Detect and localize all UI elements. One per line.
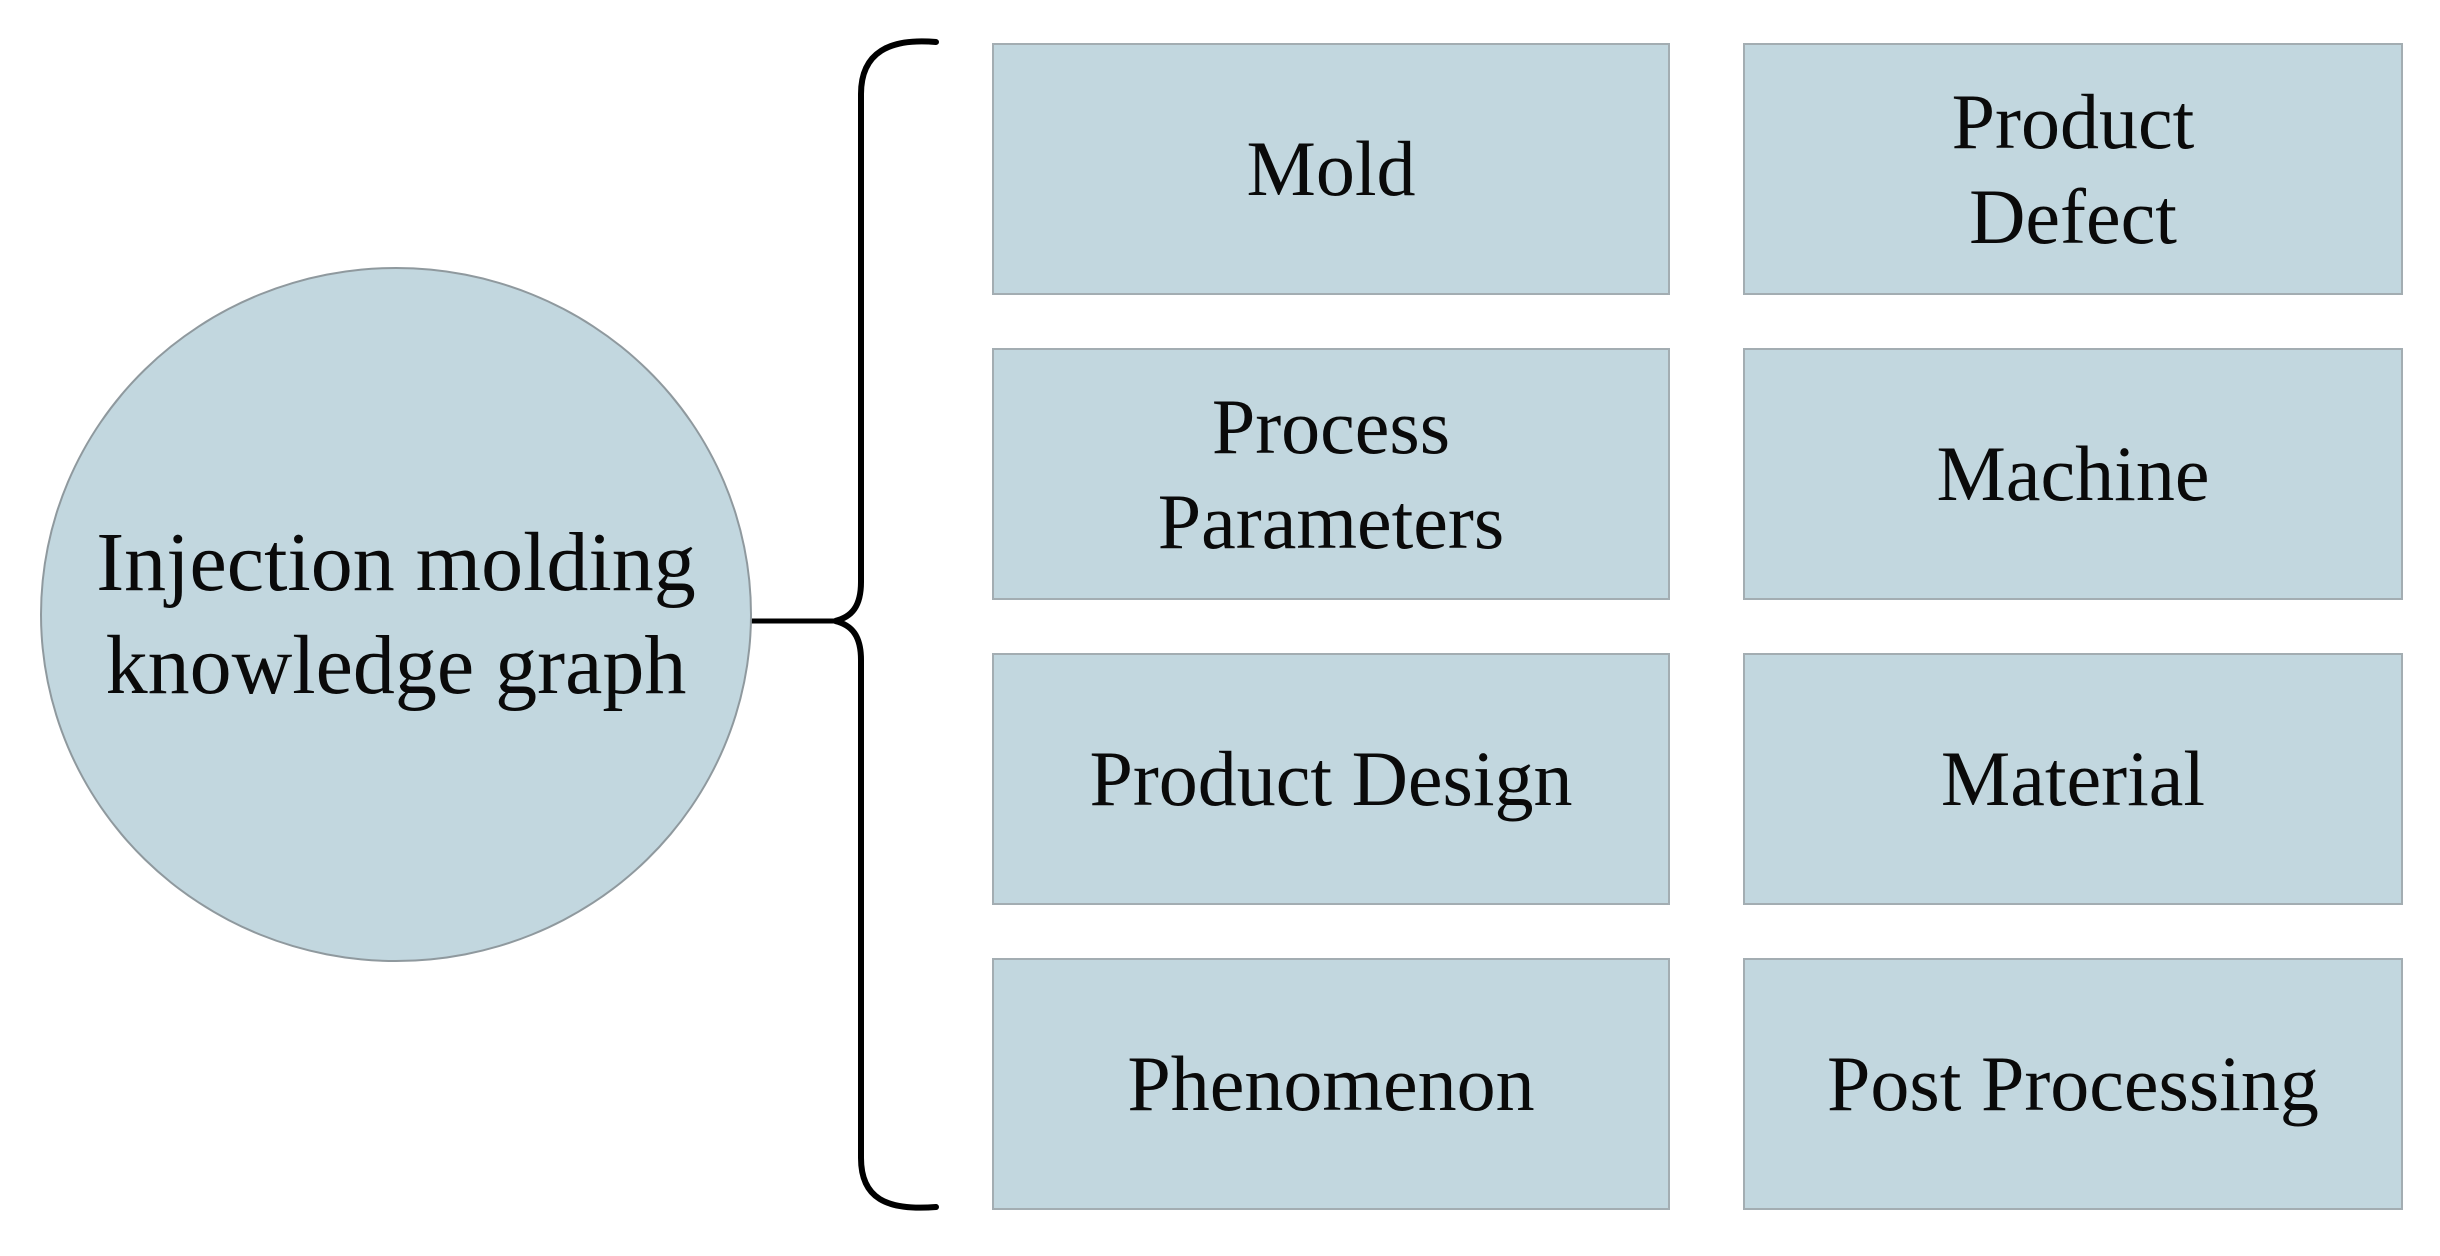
category-label-material: Material (1940, 735, 2206, 823)
category-label-mold: Mold (1246, 125, 1416, 213)
category-label-product-defect: Product Defect (1951, 77, 2195, 260)
root-node-circle: Injection molding knowledge graph (40, 267, 752, 962)
category-box-material: Material (1743, 653, 2403, 905)
category-box-process-parameters: Process Parameters (992, 348, 1670, 600)
category-box-post-processing: Post Processing (1743, 958, 2403, 1210)
category-grid: Mold Product Defect Process Parameters M… (992, 43, 2403, 1210)
category-box-product-defect: Product Defect (1743, 43, 2403, 295)
category-box-mold: Mold (992, 43, 1670, 295)
category-box-phenomenon: Phenomenon (992, 958, 1670, 1210)
curly-brace (834, 38, 939, 1211)
category-box-product-design: Product Design (992, 653, 1670, 905)
category-label-product-design: Product Design (1089, 735, 1573, 823)
category-box-machine: Machine (1743, 348, 2403, 600)
category-label-post-processing: Post Processing (1827, 1040, 2319, 1128)
category-label-phenomenon: Phenomenon (1127, 1040, 1535, 1128)
category-label-process-parameters: Process Parameters (1157, 382, 1505, 565)
root-node-label: Injection molding knowledge graph (96, 516, 696, 712)
category-label-machine: Machine (1936, 430, 2210, 518)
